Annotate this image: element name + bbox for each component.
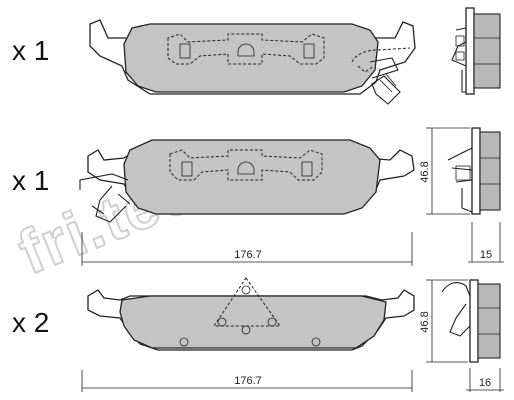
pad-2-side-view: [447, 127, 501, 215]
pad-1-friction-material: [123, 23, 379, 93]
row2-height-value: 46.8: [419, 161, 431, 182]
pad-3-hole-left: [179, 337, 189, 347]
pad-3-side-backing: [469, 279, 479, 363]
pad-3-side-view: [441, 279, 501, 363]
pad-2-clip-slot-right: [301, 161, 313, 177]
row3-quantity: x 2: [12, 307, 49, 338]
row3-width-value: 176.7: [234, 375, 262, 387]
pad-2-clip-center-tab: [237, 161, 255, 175]
pad-2-side-backing: [471, 127, 481, 215]
row2-quantity: x 1: [12, 165, 49, 196]
row3-width-dimension: 176.7: [81, 370, 413, 392]
pad-1-side-friction: [473, 13, 501, 89]
pad-3-front-view: [87, 277, 415, 351]
pad-1-clip-outline: [167, 33, 325, 65]
pad-3-side-clip: [441, 282, 471, 337]
pad-2-wear-sensor: [79, 173, 131, 223]
pad-1-wear-indicator: [351, 47, 411, 73]
pad-1-side-view: [451, 7, 501, 95]
row3-thickness-dimension: 16: [466, 368, 504, 392]
row2-height-dimension: 46.8: [419, 127, 470, 215]
row2-thickness-value: 15: [480, 249, 492, 261]
pad-3-friction-material: [119, 295, 387, 349]
pad-3-shim-hole-top: [241, 285, 251, 295]
pad-2-front-view: [79, 139, 415, 223]
wear-sensor-sketch-1: [369, 57, 401, 105]
row1-quantity: x 1: [12, 35, 49, 66]
pad-2-clip-slot-left: [181, 161, 193, 177]
pad-3-side-friction: [477, 283, 501, 359]
pad-1-clip-slot-left: [179, 43, 191, 59]
pad-3-shim-hole-right: [267, 317, 277, 327]
pad-1-clip-center-tab: [237, 43, 255, 57]
pad-2-side-clip: [447, 147, 473, 213]
pad-1-side-backing: [465, 7, 475, 95]
pad-3-shim-hole-left: [217, 317, 227, 327]
row3-height-dimension: 46.8: [419, 279, 468, 363]
pad-1-front-view: [89, 19, 416, 95]
pad-2-friction-material: [123, 139, 381, 215]
pad-2-side-friction: [479, 131, 501, 211]
row2-thickness-dimension: 15: [468, 222, 504, 263]
pad-3-center-hole: [241, 325, 251, 335]
pad-3-hole-right: [311, 337, 321, 347]
row3-thickness-value: 16: [479, 377, 491, 389]
pad-2-clip-outline: [169, 149, 323, 181]
row2-width-value: 176.7: [234, 249, 262, 261]
pad-1-side-clip: [451, 27, 467, 93]
pad-1-clip-slot-right: [303, 43, 315, 59]
row3-height-value: 46.8: [419, 311, 431, 332]
row2-width-dimension: 176.7: [81, 232, 413, 266]
